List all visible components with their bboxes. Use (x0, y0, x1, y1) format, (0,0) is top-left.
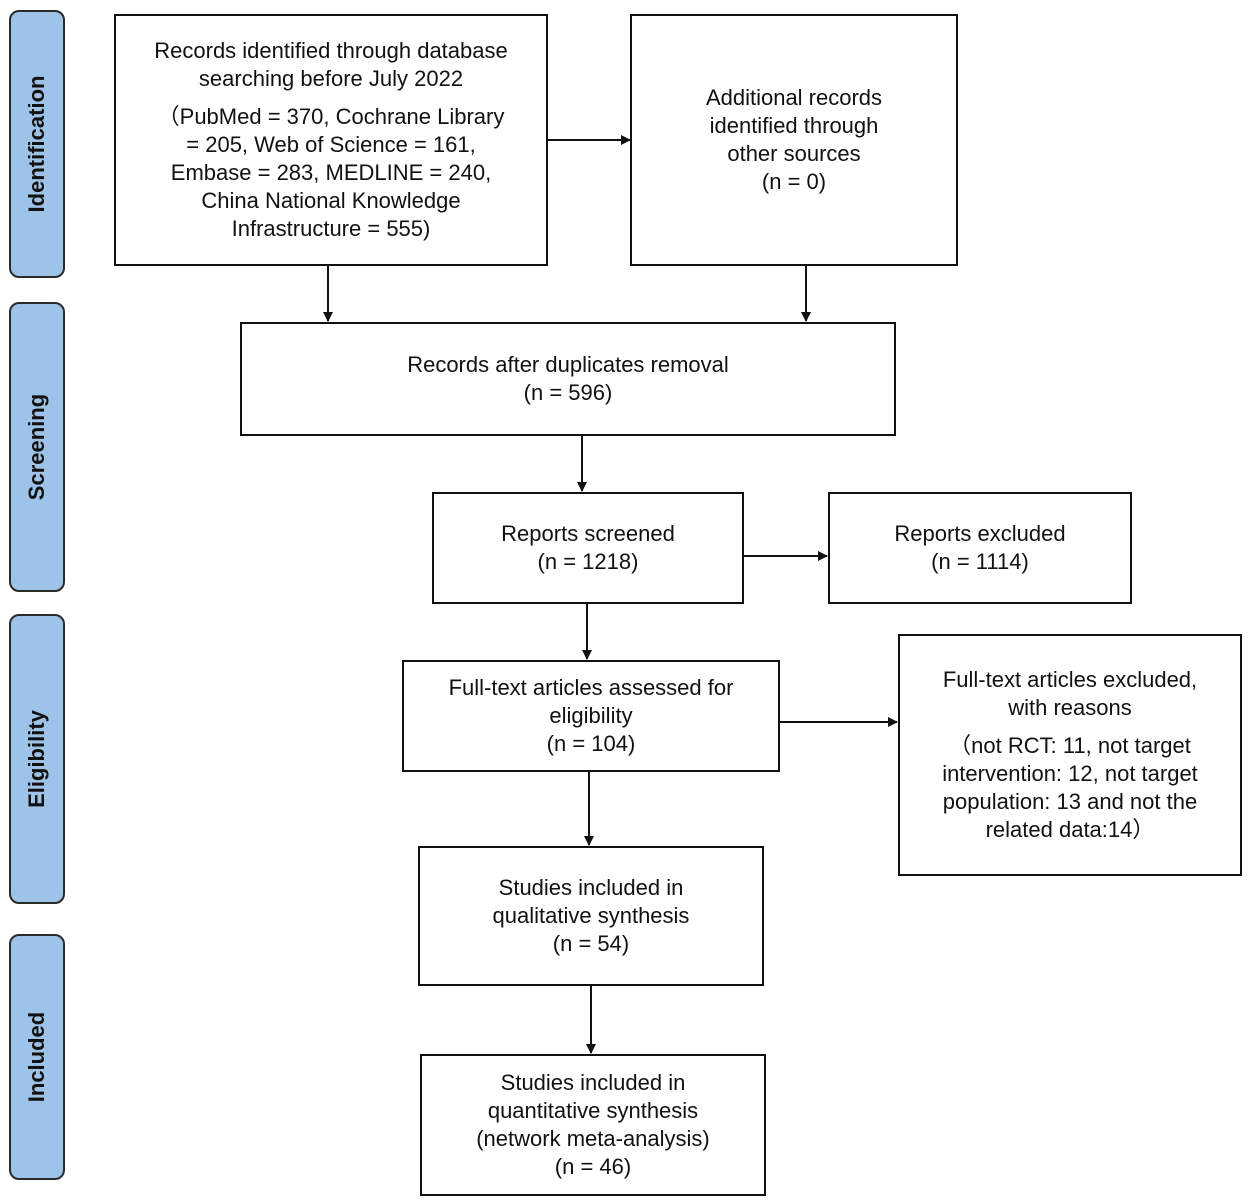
box-text: with reasons (1008, 695, 1132, 720)
box-detail-text: （PubMed = 370, Cochrane Library (157, 104, 505, 129)
box-count: (n = 104) (546, 731, 636, 756)
box-text: Records after duplicates removal (407, 352, 729, 377)
phase-identification: Identification (9, 10, 65, 278)
phase-screening: Screening (9, 302, 65, 592)
box-count: (n = 54) (552, 931, 630, 956)
box-quantitative-synthesis: Studies included in quantitative synthes… (420, 1054, 766, 1196)
box-count: (n = 1114) (931, 549, 1029, 574)
box-text: searching before July 2022 (198, 66, 464, 91)
box-count: (n = 0) (761, 169, 827, 194)
box-text: quantitative synthesis (487, 1098, 699, 1123)
box-text: Full-text articles assessed for (448, 675, 734, 700)
box-reports-excluded: Reports excluded (n = 1114) (828, 492, 1132, 604)
box-text: qualitative synthesis (492, 903, 690, 928)
box-fulltext-excluded: Full-text articles excluded, with reason… (898, 634, 1242, 876)
box-qualitative-synthesis: Studies included in qualitative synthesi… (418, 846, 764, 986)
box-detail-text: population: 13 and not the (942, 789, 1198, 814)
box-other-sources: Additional records identified through ot… (630, 14, 958, 266)
box-text: eligibility (549, 703, 633, 728)
box-fulltext-assessed: Full-text articles assessed for eligibil… (402, 660, 780, 772)
box-text: Additional records (705, 85, 883, 110)
box-detail-text: Embase = 283, MEDLINE = 240, (170, 160, 492, 185)
box-text: Studies included in (500, 1070, 686, 1095)
box-text: Reports screened (501, 521, 675, 546)
box-reports-screened: Reports screened (n = 1218) (432, 492, 744, 604)
box-text: (network meta-analysis) (476, 1126, 710, 1151)
box-detail-text: = 205, Web of Science = 161, (186, 132, 476, 157)
box-text: other sources (727, 141, 861, 166)
box-text: Studies included in (498, 875, 684, 900)
box-detail-text: China National Knowledge (201, 188, 461, 213)
box-detail-text: （not RCT: 11, not target (949, 733, 1191, 758)
box-text: identified through (709, 113, 879, 138)
box-text: Reports excluded (894, 521, 1066, 546)
box-count: (n = 596) (523, 380, 613, 405)
box-count: (n = 1218) (537, 549, 639, 574)
box-text: Full-text articles excluded, (942, 667, 1198, 692)
box-after-duplicates: Records after duplicates removal (n = 59… (240, 322, 896, 436)
box-count: (n = 46) (554, 1154, 632, 1179)
phase-eligibility: Eligibility (9, 614, 65, 904)
box-database-search: Records identified through database sear… (114, 14, 548, 266)
box-text: Records identified through database (154, 38, 508, 63)
phase-included: Included (9, 934, 65, 1180)
box-detail-text: related data:14） (985, 817, 1155, 842)
box-detail-text: intervention: 12, not target (942, 761, 1198, 786)
box-detail-text: Infrastructure = 555) (231, 216, 431, 241)
